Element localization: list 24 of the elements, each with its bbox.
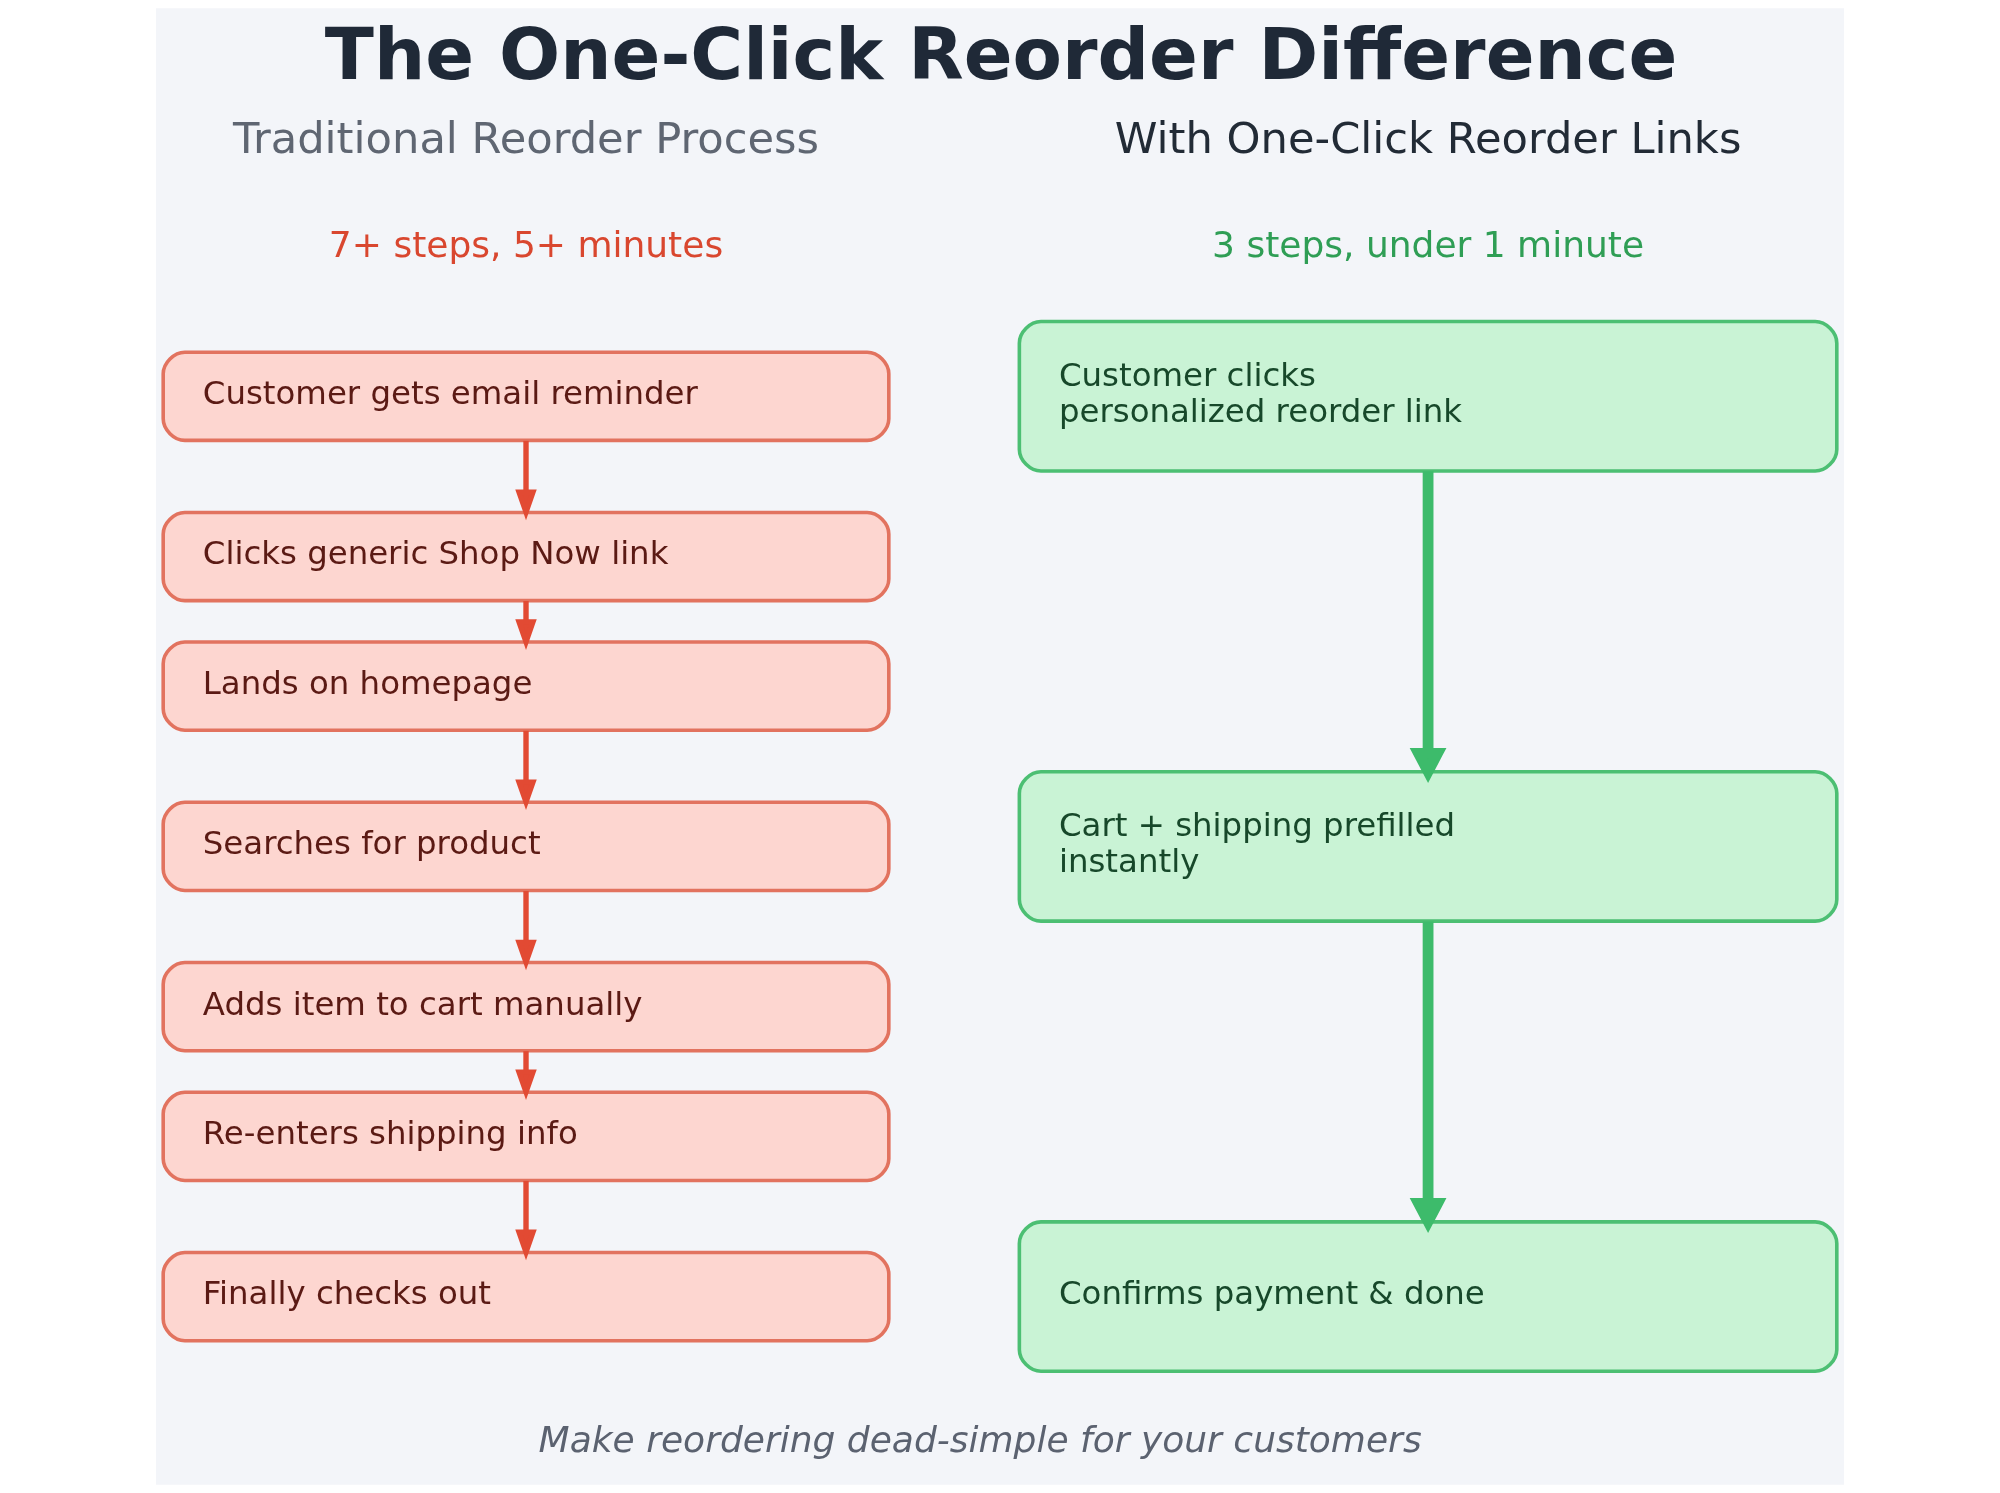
caption: Make reordering dead-simple for your customers bbox=[538, 1419, 1422, 1461]
node-box: Adds item to cart manually bbox=[161, 960, 891, 1053]
arrow bbox=[515, 601, 537, 650]
arrow bbox=[1409, 921, 1447, 1234]
label: 7+ steps, 5+ minutes bbox=[328, 223, 724, 265]
label: 3 steps, under 1 minute bbox=[1212, 223, 1645, 265]
arrow bbox=[1409, 471, 1447, 783]
node-box: Lands on homepage bbox=[161, 640, 891, 733]
arrow bbox=[515, 730, 537, 811]
node-box: Finally checks out bbox=[161, 1250, 891, 1343]
arrow bbox=[515, 440, 537, 521]
node-box: Clicks generic Shop Now link bbox=[161, 510, 891, 603]
node-box: Searches for product bbox=[161, 800, 891, 893]
arrow bbox=[515, 1180, 537, 1261]
arrow bbox=[515, 891, 537, 971]
label: Traditional Reorder Process bbox=[232, 112, 820, 163]
node-box: Cart + shipping prefilled instantly bbox=[1017, 769, 1839, 923]
node-box: Customer gets email reminder bbox=[161, 350, 891, 443]
label: With One-Click Reorder Links bbox=[1114, 112, 1742, 163]
node-box: Re-enters shipping info bbox=[161, 1090, 891, 1183]
node-box: Confirms payment & done bbox=[1017, 1220, 1839, 1374]
arrow bbox=[515, 1051, 537, 1101]
diagram-title: The One-Click Reorder Difference bbox=[324, 11, 1678, 96]
node-box: Customer clicks personalized reorder link bbox=[1017, 319, 1839, 473]
